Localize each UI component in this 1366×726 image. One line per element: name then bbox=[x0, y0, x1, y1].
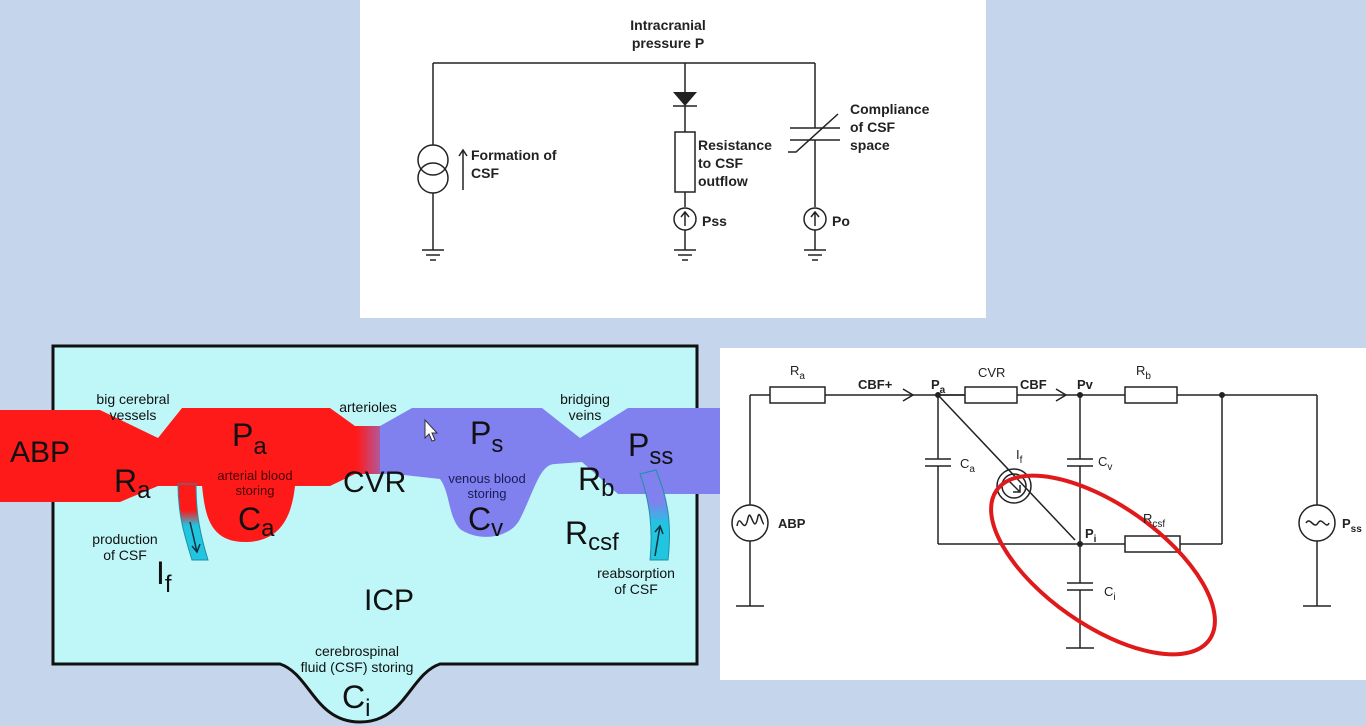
big-vessels-line1: big cerebral bbox=[96, 391, 169, 407]
reabsorption-line1: reabsorption bbox=[597, 565, 675, 581]
anatomy-panel: ABP big cerebral vessels arterioles brid… bbox=[0, 334, 720, 726]
resistance-label-line1: Resistance bbox=[698, 137, 772, 153]
ca-label: Ca bbox=[960, 456, 975, 475]
pa-junction bbox=[935, 392, 941, 398]
current-source-upper-circle bbox=[417, 144, 449, 176]
po-label: Po bbox=[832, 213, 850, 229]
production-arrow-icon bbox=[189, 521, 201, 554]
cv-label: Cv bbox=[468, 501, 503, 542]
pi-label: Pi bbox=[1085, 526, 1097, 545]
pressure-label-line1: Intracranial bbox=[630, 17, 705, 33]
rb-label: Rb bbox=[1136, 363, 1151, 382]
cvr-label: CVR bbox=[343, 466, 406, 499]
cbf-label: CBF bbox=[1020, 377, 1047, 392]
resistance-label-line2: to CSF bbox=[698, 155, 744, 171]
cvr-resistor bbox=[964, 386, 1018, 404]
ground-middle-icon bbox=[674, 249, 696, 261]
formation-arrow-icon bbox=[458, 148, 468, 190]
ra-label: Ra bbox=[790, 363, 805, 382]
reabsorption-line2: of CSF bbox=[614, 581, 658, 597]
cerebral-circuit-diagram: Ra CBF+ Pa CVR CBF Pv Rb Ca If Cv ABP Pi… bbox=[731, 363, 1362, 657]
if-label: If bbox=[1016, 447, 1023, 466]
diode-icon bbox=[673, 92, 697, 106]
arterial-storing-line1: arterial blood bbox=[217, 468, 292, 483]
compliance-label-line2: of CSF bbox=[850, 119, 896, 135]
resistance-label-line3: outflow bbox=[698, 173, 748, 189]
highlight-ellipse bbox=[989, 473, 1217, 657]
pa-label: Pa bbox=[232, 417, 267, 460]
production-line2: of CSF bbox=[103, 547, 147, 563]
pv-junction bbox=[1077, 392, 1083, 398]
cbf-arrow-icon bbox=[1055, 388, 1068, 402]
pss-label: Pss bbox=[628, 427, 673, 470]
big-vessels-line2: vessels bbox=[110, 407, 157, 423]
ground-left-icon bbox=[422, 249, 444, 261]
arterioles-label: arterioles bbox=[339, 399, 397, 415]
if-label: If bbox=[156, 555, 172, 598]
production-line1: production bbox=[92, 531, 157, 547]
pa-label: Pa bbox=[931, 377, 946, 396]
abp-waveform-icon bbox=[736, 513, 765, 527]
icp-label: ICP bbox=[364, 584, 414, 617]
ci-label: Ci bbox=[1104, 584, 1116, 603]
if-branch-wire bbox=[937, 394, 1076, 541]
cerebral-circuit-panel: Ra CBF+ Pa CVR CBF Pv Rb Ca If Cv ABP Pi… bbox=[720, 348, 1366, 680]
pi-junction bbox=[1077, 541, 1083, 547]
compliance-label-line3: space bbox=[850, 137, 890, 153]
venous-storing-line2: storing bbox=[467, 486, 506, 501]
ca-label: Ca bbox=[238, 501, 275, 542]
csf-storing-line1: cerebrospinal bbox=[315, 643, 399, 659]
venous-storing-line1: venous blood bbox=[448, 471, 525, 486]
cerebral-circulation-diagram: ABP big cerebral vessels arterioles brid… bbox=[0, 344, 720, 724]
cvr-label: CVR bbox=[978, 365, 1005, 380]
outflow-resistor bbox=[674, 131, 696, 193]
rcsf-label: Rcsf bbox=[565, 515, 619, 556]
cbf-plus-label: CBF+ bbox=[858, 377, 893, 392]
cbf-plus-arrow-icon bbox=[902, 388, 915, 402]
csf-storing-line2: fluid (CSF) storing bbox=[301, 659, 414, 675]
rb-resistor bbox=[1124, 386, 1178, 404]
pv-label: Pv bbox=[1077, 377, 1094, 392]
formation-label-line1: Formation of bbox=[471, 147, 557, 163]
pressure-label-line2: pressure P bbox=[632, 35, 704, 51]
pss-source bbox=[1298, 504, 1336, 542]
cv-label: Cv bbox=[1098, 454, 1112, 473]
ra-resistor bbox=[769, 386, 826, 404]
ci-label: Ci bbox=[342, 679, 370, 722]
ps-label: Ps bbox=[470, 415, 503, 458]
venous-vessel bbox=[380, 408, 720, 537]
pss-label: Pss bbox=[702, 213, 727, 229]
csf-circuit-diagram: Intracranial pressure P Formation of CSF… bbox=[417, 17, 930, 261]
csf-circuit-panel: Intracranial pressure P Formation of CSF… bbox=[360, 0, 986, 318]
arterial-vessel bbox=[0, 408, 355, 542]
abp-label: ABP bbox=[10, 436, 70, 469]
reabsorption-arrow-icon bbox=[654, 524, 664, 557]
ground-right-icon bbox=[804, 249, 826, 261]
csf-reabsorption-tube bbox=[639, 469, 670, 561]
variable-capacitor-slash bbox=[788, 113, 839, 153]
if-source-outer bbox=[996, 468, 1032, 504]
if-arrowhead bbox=[1013, 485, 1021, 493]
bridging-line2: veins bbox=[569, 407, 602, 423]
compliance-label-line1: Compliance bbox=[850, 101, 930, 117]
rb-junction bbox=[1219, 392, 1225, 398]
ra-label: Ra bbox=[114, 463, 151, 504]
po-arrow-icon bbox=[810, 210, 820, 226]
pss-arrow-icon bbox=[680, 210, 690, 226]
rcsf-label: Rcsf bbox=[1143, 511, 1165, 530]
bridging-line1: bridging bbox=[560, 391, 610, 407]
arterial-storing-line2: storing bbox=[235, 483, 274, 498]
formation-label-line2: CSF bbox=[471, 165, 499, 181]
rb-label: Rb bbox=[578, 461, 614, 502]
mouse-cursor-icon bbox=[424, 418, 439, 442]
current-source-lower-circle bbox=[417, 162, 449, 194]
abp-label: ABP bbox=[778, 516, 806, 531]
pss-label: Pss bbox=[1342, 516, 1362, 535]
csf-production-tube bbox=[177, 483, 209, 561]
pss-wave-icon bbox=[1305, 520, 1330, 526]
